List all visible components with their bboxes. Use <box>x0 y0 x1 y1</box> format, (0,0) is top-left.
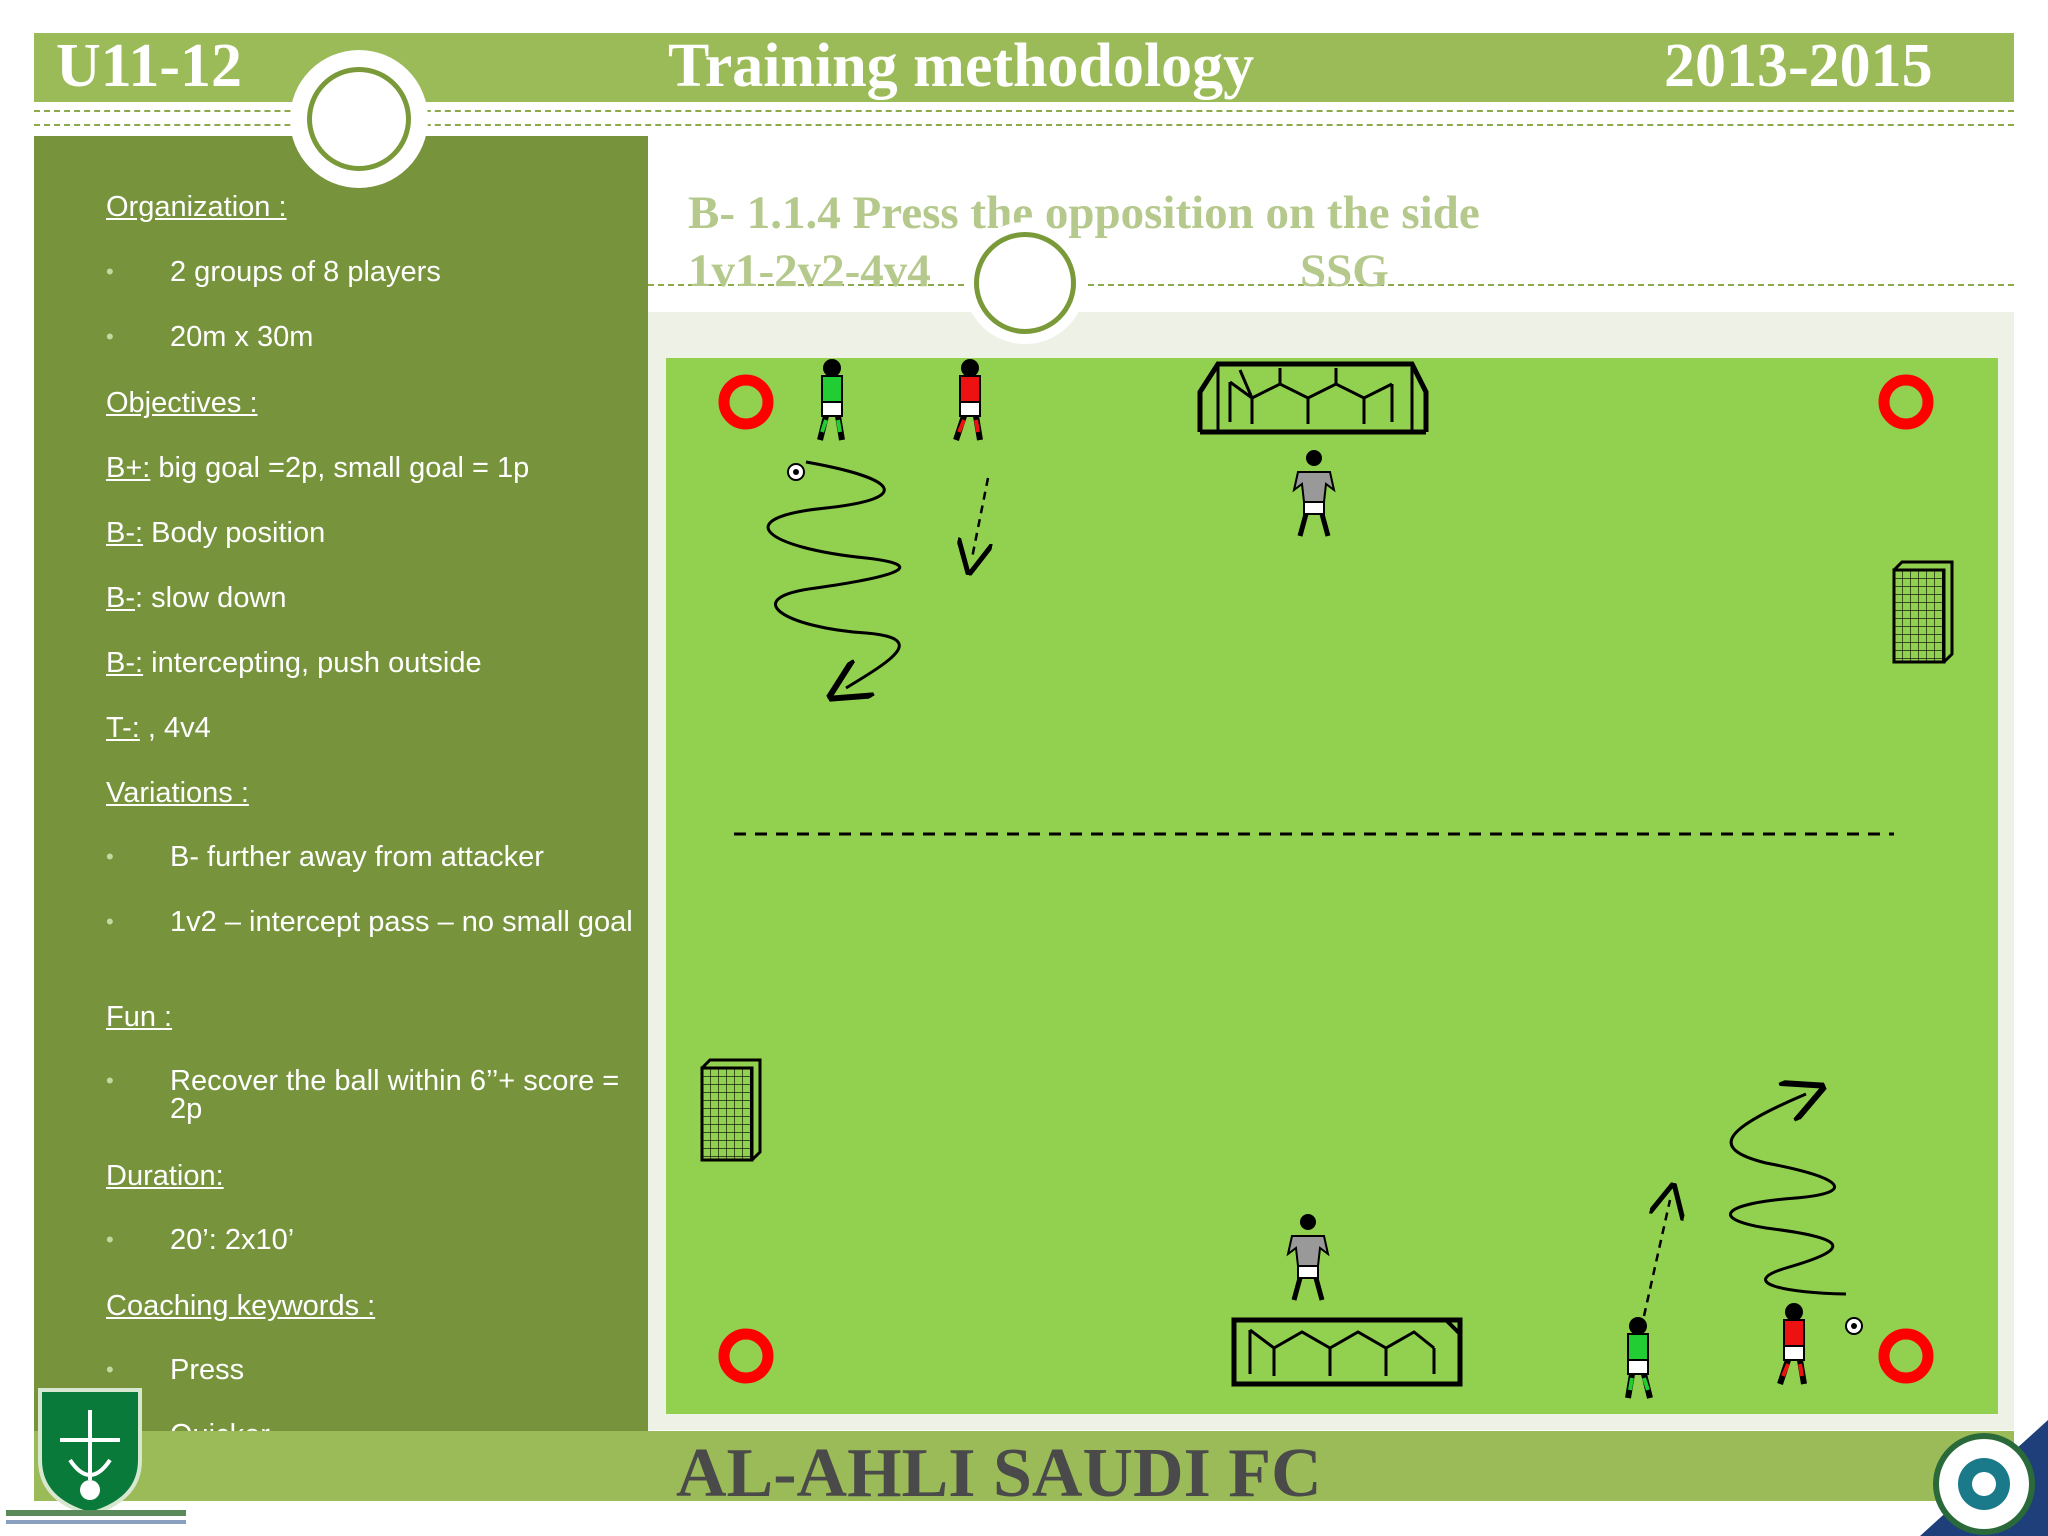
bullet-icon: • <box>106 1357 114 1382</box>
small-goal-icon <box>700 1058 762 1162</box>
cone-icon <box>718 374 774 430</box>
bullet-icon: • <box>106 1068 114 1093</box>
ball-icon <box>1845 1317 1863 1335</box>
pitch-surface <box>666 358 1998 1414</box>
cone-icon <box>718 1328 774 1384</box>
sidebar: Organization : • 2 groups of 8 players •… <box>34 136 648 1450</box>
bullet-icon: • <box>106 844 114 869</box>
goalkeeper-icon <box>1286 1214 1330 1301</box>
organization-item: 2 groups of 8 players <box>170 256 441 288</box>
duration-item: 20’: 2x10’ <box>170 1224 295 1256</box>
cone-icon <box>1878 1328 1934 1384</box>
organization-heading: Organization : <box>106 191 287 223</box>
objective-item: B+: big goal =2p, small goal = 1p <box>106 452 530 484</box>
training-pitch <box>666 358 1998 1414</box>
objective-item: B-: intercepting, push outside <box>106 647 482 679</box>
keyword-item: Press <box>170 1354 245 1386</box>
objectives-heading: Objectives : <box>106 387 258 419</box>
ball-icon <box>787 463 805 481</box>
bullet-icon: • <box>106 259 114 284</box>
small-goal-icon <box>1892 560 1954 664</box>
big-goal-icon <box>1197 361 1429 435</box>
duration-heading: Duration: <box>106 1160 224 1192</box>
header-dashed-line <box>34 110 2014 112</box>
header-season: 2013-2015 <box>1664 32 1933 100</box>
player-red-icon <box>1777 1303 1807 1385</box>
player-green-icon <box>817 359 845 441</box>
keywords-heading: Coaching keywords : <box>106 1290 376 1322</box>
bullet-icon: • <box>106 909 114 934</box>
content-dashed-line <box>648 284 2014 286</box>
big-goal-icon <box>1231 1317 1463 1387</box>
pass-arrow-icon <box>1642 1200 1670 1317</box>
fun-heading: Fun : <box>106 1001 173 1033</box>
club-crest-icon-right <box>1920 1420 2048 1536</box>
club-crest-icon <box>38 1388 142 1516</box>
footer-band <box>34 1431 2014 1501</box>
player-green-icon <box>1625 1317 1653 1399</box>
dribble-arrow-icon <box>766 460 902 688</box>
header-dashed-line-lower <box>34 124 2014 126</box>
fun-item: Recover the ball within 6’’+ score = 2p <box>170 1065 620 1125</box>
objective-item: T-: , 4v4 <box>106 712 211 744</box>
drill-format: 1v1-2v2-4v4 <box>688 245 931 297</box>
player-red-icon <box>953 359 983 441</box>
variation-item: 1v2 – intercept pass – no small goal <box>170 906 633 938</box>
organization-item: 20m x 30m <box>170 321 314 353</box>
goalkeeper-icon <box>1292 450 1336 537</box>
variations-heading: Variations : <box>106 777 249 809</box>
footer-club-name: AL-AHLI SAUDI FC <box>676 1435 1322 1512</box>
drill-title: B- 1.1.4 Press the opposition on the sid… <box>688 187 1480 239</box>
dribble-arrow-icon <box>1729 1094 1847 1296</box>
content-medallion-ring <box>974 232 1076 334</box>
drill-type: SSG <box>1300 245 1389 297</box>
header-medallion-ring <box>307 67 411 171</box>
variation-item: B- further away from attacker <box>170 841 544 873</box>
objective-item: B-: slow down <box>106 582 287 614</box>
cone-icon <box>1878 374 1934 430</box>
header-title: Training methodology <box>668 32 1255 100</box>
club-crest-caption-icon <box>6 1510 186 1524</box>
objective-item: B-: Body position <box>106 517 326 549</box>
header-age-group: U11-12 <box>56 32 242 100</box>
bullet-icon: • <box>106 324 114 349</box>
bullet-icon: • <box>106 1227 114 1252</box>
